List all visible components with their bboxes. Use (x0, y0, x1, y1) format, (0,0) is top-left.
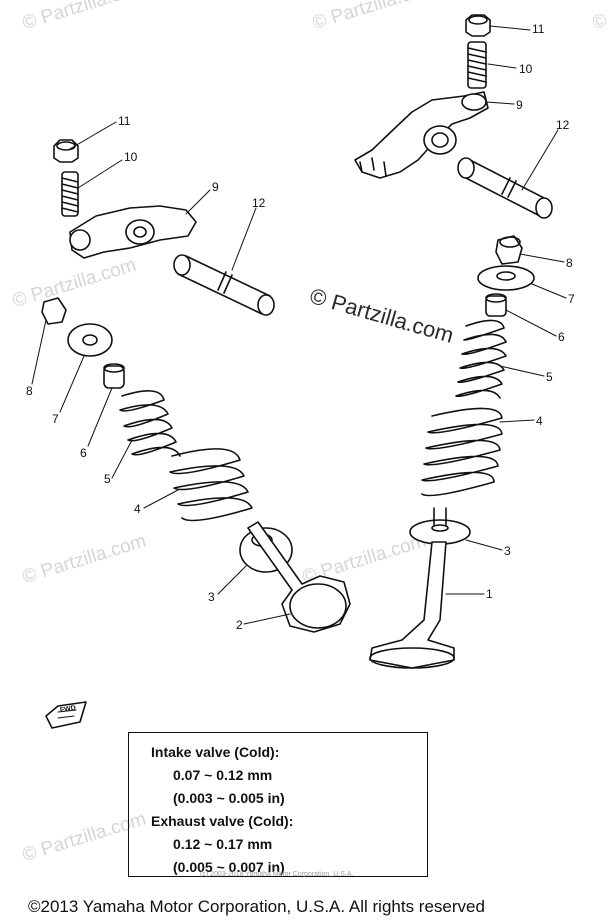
small-copyright: (c) 2003-2018 Yamaha Motor Corporation, … (200, 871, 354, 878)
callout-6-left: 6 (80, 446, 87, 460)
rocker-arm-part-9-right (354, 91, 489, 179)
locknut-part-11-left (53, 139, 79, 163)
callout-8-left: 8 (26, 384, 33, 398)
spring-seat-part-3-right (409, 507, 471, 545)
valve-clearance-spec-box: Intake valve (Cold): 0.07 ~ 0.12 mm (0.0… (128, 732, 428, 877)
callout-5-left: 5 (104, 472, 111, 486)
exhaust-clearance-in: (0.005 ~ 0.007 in) (173, 859, 285, 875)
valve-stem-seal-part-6-right (485, 293, 507, 317)
locknut-part-11-right (465, 14, 491, 37)
leader-lines (31, 25, 567, 625)
spring-retainer-part-7-right (477, 265, 535, 291)
callout-6-right: 6 (558, 330, 565, 344)
rocker-shaft-part-12-left (173, 254, 275, 316)
callout-9-right: 9 (516, 98, 523, 112)
callout-12-left: 12 (252, 196, 266, 210)
rocker-shaft-part-12-right (457, 157, 553, 219)
exhaust-clearance-mm: 0.12 ~ 0.17 mm (173, 836, 273, 852)
rocker-arm-part-9-left (69, 205, 197, 259)
outer-spring-part-4-left (169, 448, 253, 522)
intake-heading: Intake valve (Cold): (151, 744, 280, 760)
callout-3-right: 3 (504, 544, 511, 558)
callout-4-left: 4 (134, 502, 141, 516)
callout-7-right: 7 (568, 292, 575, 306)
spring-retainer-part-7-left (67, 323, 113, 357)
callout-12-right: 12 (556, 118, 570, 132)
adjusting-screw-part-10-right (467, 41, 487, 89)
intake-clearance-in: (0.003 ~ 0.005 in) (173, 790, 285, 806)
forward-arrow-icon (45, 701, 87, 729)
valve-stem-seal-part-6-left (103, 363, 125, 389)
callout-4-right: 4 (536, 414, 543, 428)
exhaust-heading: Exhaust valve (Cold): (151, 813, 294, 829)
callout-11-left: 11 (118, 114, 131, 128)
valve-cotter-part-8-left (41, 297, 67, 325)
callout-5-right: 5 (546, 370, 553, 384)
valve-part-2 (247, 521, 351, 633)
adjusting-screw-part-10-left (61, 171, 79, 217)
inner-spring-part-5-left (119, 390, 181, 457)
valve-part-1 (369, 541, 455, 669)
callout-10-left: 10 (124, 150, 138, 164)
inner-spring-part-5-right (455, 319, 507, 399)
callout-9-left: 9 (212, 180, 219, 194)
callout-8-right: 8 (566, 256, 573, 270)
callout-7-left: 7 (52, 412, 59, 426)
callout-11-right: 11 (532, 22, 545, 36)
callout-3-left: 3 (208, 590, 215, 604)
copyright-footer: ©2013 Yamaha Motor Corporation, U.S.A. A… (28, 897, 485, 916)
callout-2: 2 (236, 618, 243, 632)
callout-1: 1 (486, 587, 493, 601)
outer-spring-part-4-right (421, 407, 503, 497)
valve-cotter-part-8-right (495, 235, 523, 265)
intake-clearance-mm: 0.07 ~ 0.12 mm (173, 767, 273, 783)
callout-10-right: 10 (519, 62, 533, 76)
